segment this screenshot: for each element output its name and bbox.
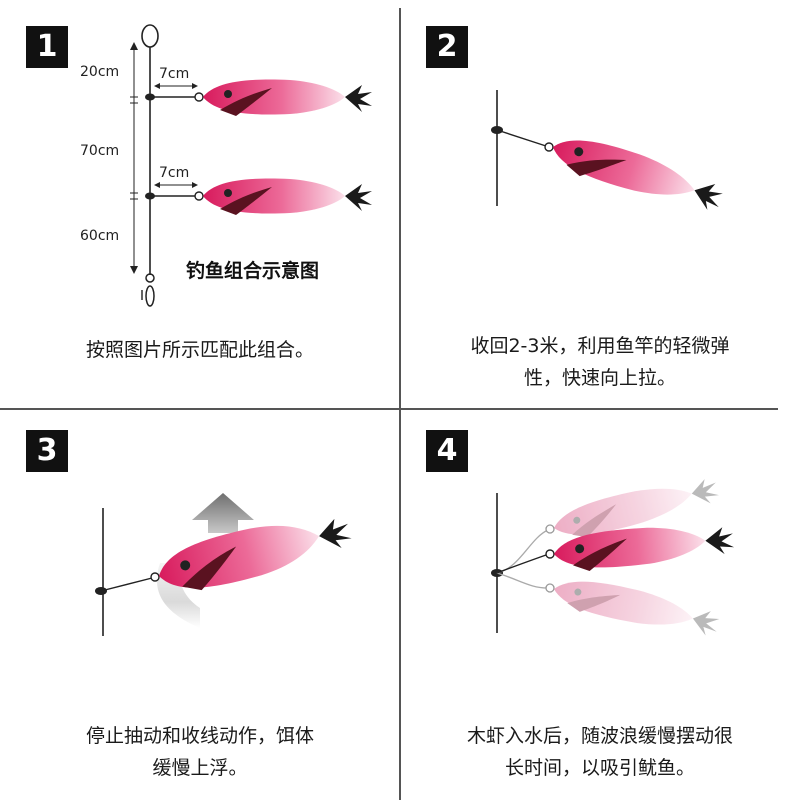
leader-length-label-2: 7cm [159,165,190,181]
step-caption-1: 按照图片所示匹配此组合。 [20,334,380,366]
tail-feather-icon [345,184,372,211]
leader-length-label-1: 7cm [159,66,190,82]
caption-line: 长时间，以吸引鱿鱼。 [504,757,695,779]
step-caption-2: 收回2-3米，利用鱼竿的轻微弹 性，快速向上拉。 [420,330,780,394]
snap-icon [145,285,155,307]
squid-jig-lure [553,140,723,210]
caption-line: 性，快速向上拉。 [523,367,676,389]
tail-feather-icon [694,184,723,210]
panel-3: 3 停止抽动和收线动作，饵体 缓慢上浮。 [0,408,400,808]
top-swivel-icon [141,24,159,48]
vertical-divider [399,8,401,800]
panel-4: 4 木虾入水后，随波浪缓慢 [400,408,800,808]
float-up-diagram [95,493,352,636]
bottom-swivel-icon [145,273,155,283]
swing-diagram [491,479,735,636]
panel-1: 1 [0,0,400,400]
caption-line: 木虾入水后，随波浪缓慢摆动很 [466,725,733,747]
rig-diagram [130,24,372,307]
ghost-lure-top [554,479,719,538]
dim-top-label: 20cm [80,64,120,80]
squid-jig-lure [554,527,735,571]
squid-jig-lure-2 [203,178,372,215]
ghost-lure-bottom [554,581,720,636]
caption-line: 按照图片所示匹配此组合。 [85,339,314,361]
tail-feather-icon [705,527,735,555]
pull-up-diagram [491,90,723,210]
leader-line [496,129,547,147]
leader-line [496,554,547,574]
squid-jig-lure [159,518,352,591]
caption-line: 缓慢上浮。 [152,757,248,779]
dim-bottom-label: 60cm [80,228,120,244]
leader-line [100,577,153,592]
step-caption-4: 木虾入水后，随波浪缓慢摆动很 长时间，以吸引鱿鱼。 [420,720,780,784]
step-badge-4: 4 [426,430,468,472]
step-badge-2: 2 [426,26,468,68]
caption-line: 停止抽动和收线动作，饵体 [85,725,314,747]
horizontal-divider [0,408,778,410]
tail-feather-icon [345,85,372,112]
step-badge-3: 3 [26,430,68,472]
dim-mid-label: 70cm [80,143,120,159]
step-caption-3: 停止抽动和收线动作，饵体 缓慢上浮。 [20,720,380,784]
caption-line: 收回2-3米，利用鱼竿的轻微弹 [470,335,730,357]
rig-title: 钓鱼组合示意图 [186,260,320,282]
up-arrow-icon [192,493,254,533]
panel-2: 2 收回2-3米，利用鱼竿的轻微弹 性，快速向上拉。 [400,0,800,400]
tail-feather-icon [319,518,352,548]
squid-jig-lure-1 [203,79,372,116]
step-badge-1: 1 [26,26,68,68]
